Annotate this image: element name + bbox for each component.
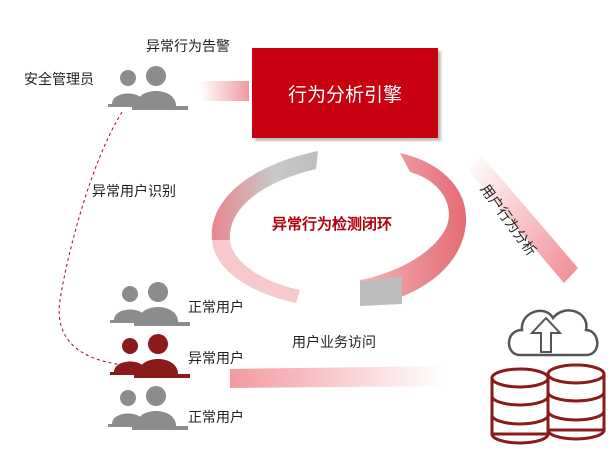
detection-loop-ring	[211, 151, 467, 306]
admin-user-group-icon	[108, 66, 188, 110]
normal-user-group-icon-1	[110, 282, 190, 326]
analysis-flow-band	[468, 156, 578, 283]
access-flow-band	[230, 366, 446, 388]
behavior-analysis-engine-box: 行为分析引擎	[252, 48, 438, 138]
identify-label: 异常用户识别	[92, 184, 176, 200]
abnormal-user-label: 异常用户	[188, 351, 244, 367]
normal-user-label-1: 正常用户	[188, 300, 244, 316]
normal-user-group-icon-2	[108, 386, 188, 430]
business-access-label: 用户业务访问	[292, 335, 376, 351]
admin-label: 安全管理员	[24, 72, 94, 88]
abnormal-user-group-icon	[110, 334, 190, 378]
database-icon-right	[546, 363, 606, 441]
identify-dashed-curve	[58, 111, 125, 366]
database-icon-left	[490, 367, 550, 445]
alert-label: 异常行为告警	[146, 39, 230, 55]
cloud-upload-icon	[507, 309, 599, 357]
normal-user-label-2: 正常用户	[188, 410, 244, 426]
alert-flow-band	[200, 81, 249, 101]
loop-title: 异常行为检测闭环	[272, 215, 393, 233]
